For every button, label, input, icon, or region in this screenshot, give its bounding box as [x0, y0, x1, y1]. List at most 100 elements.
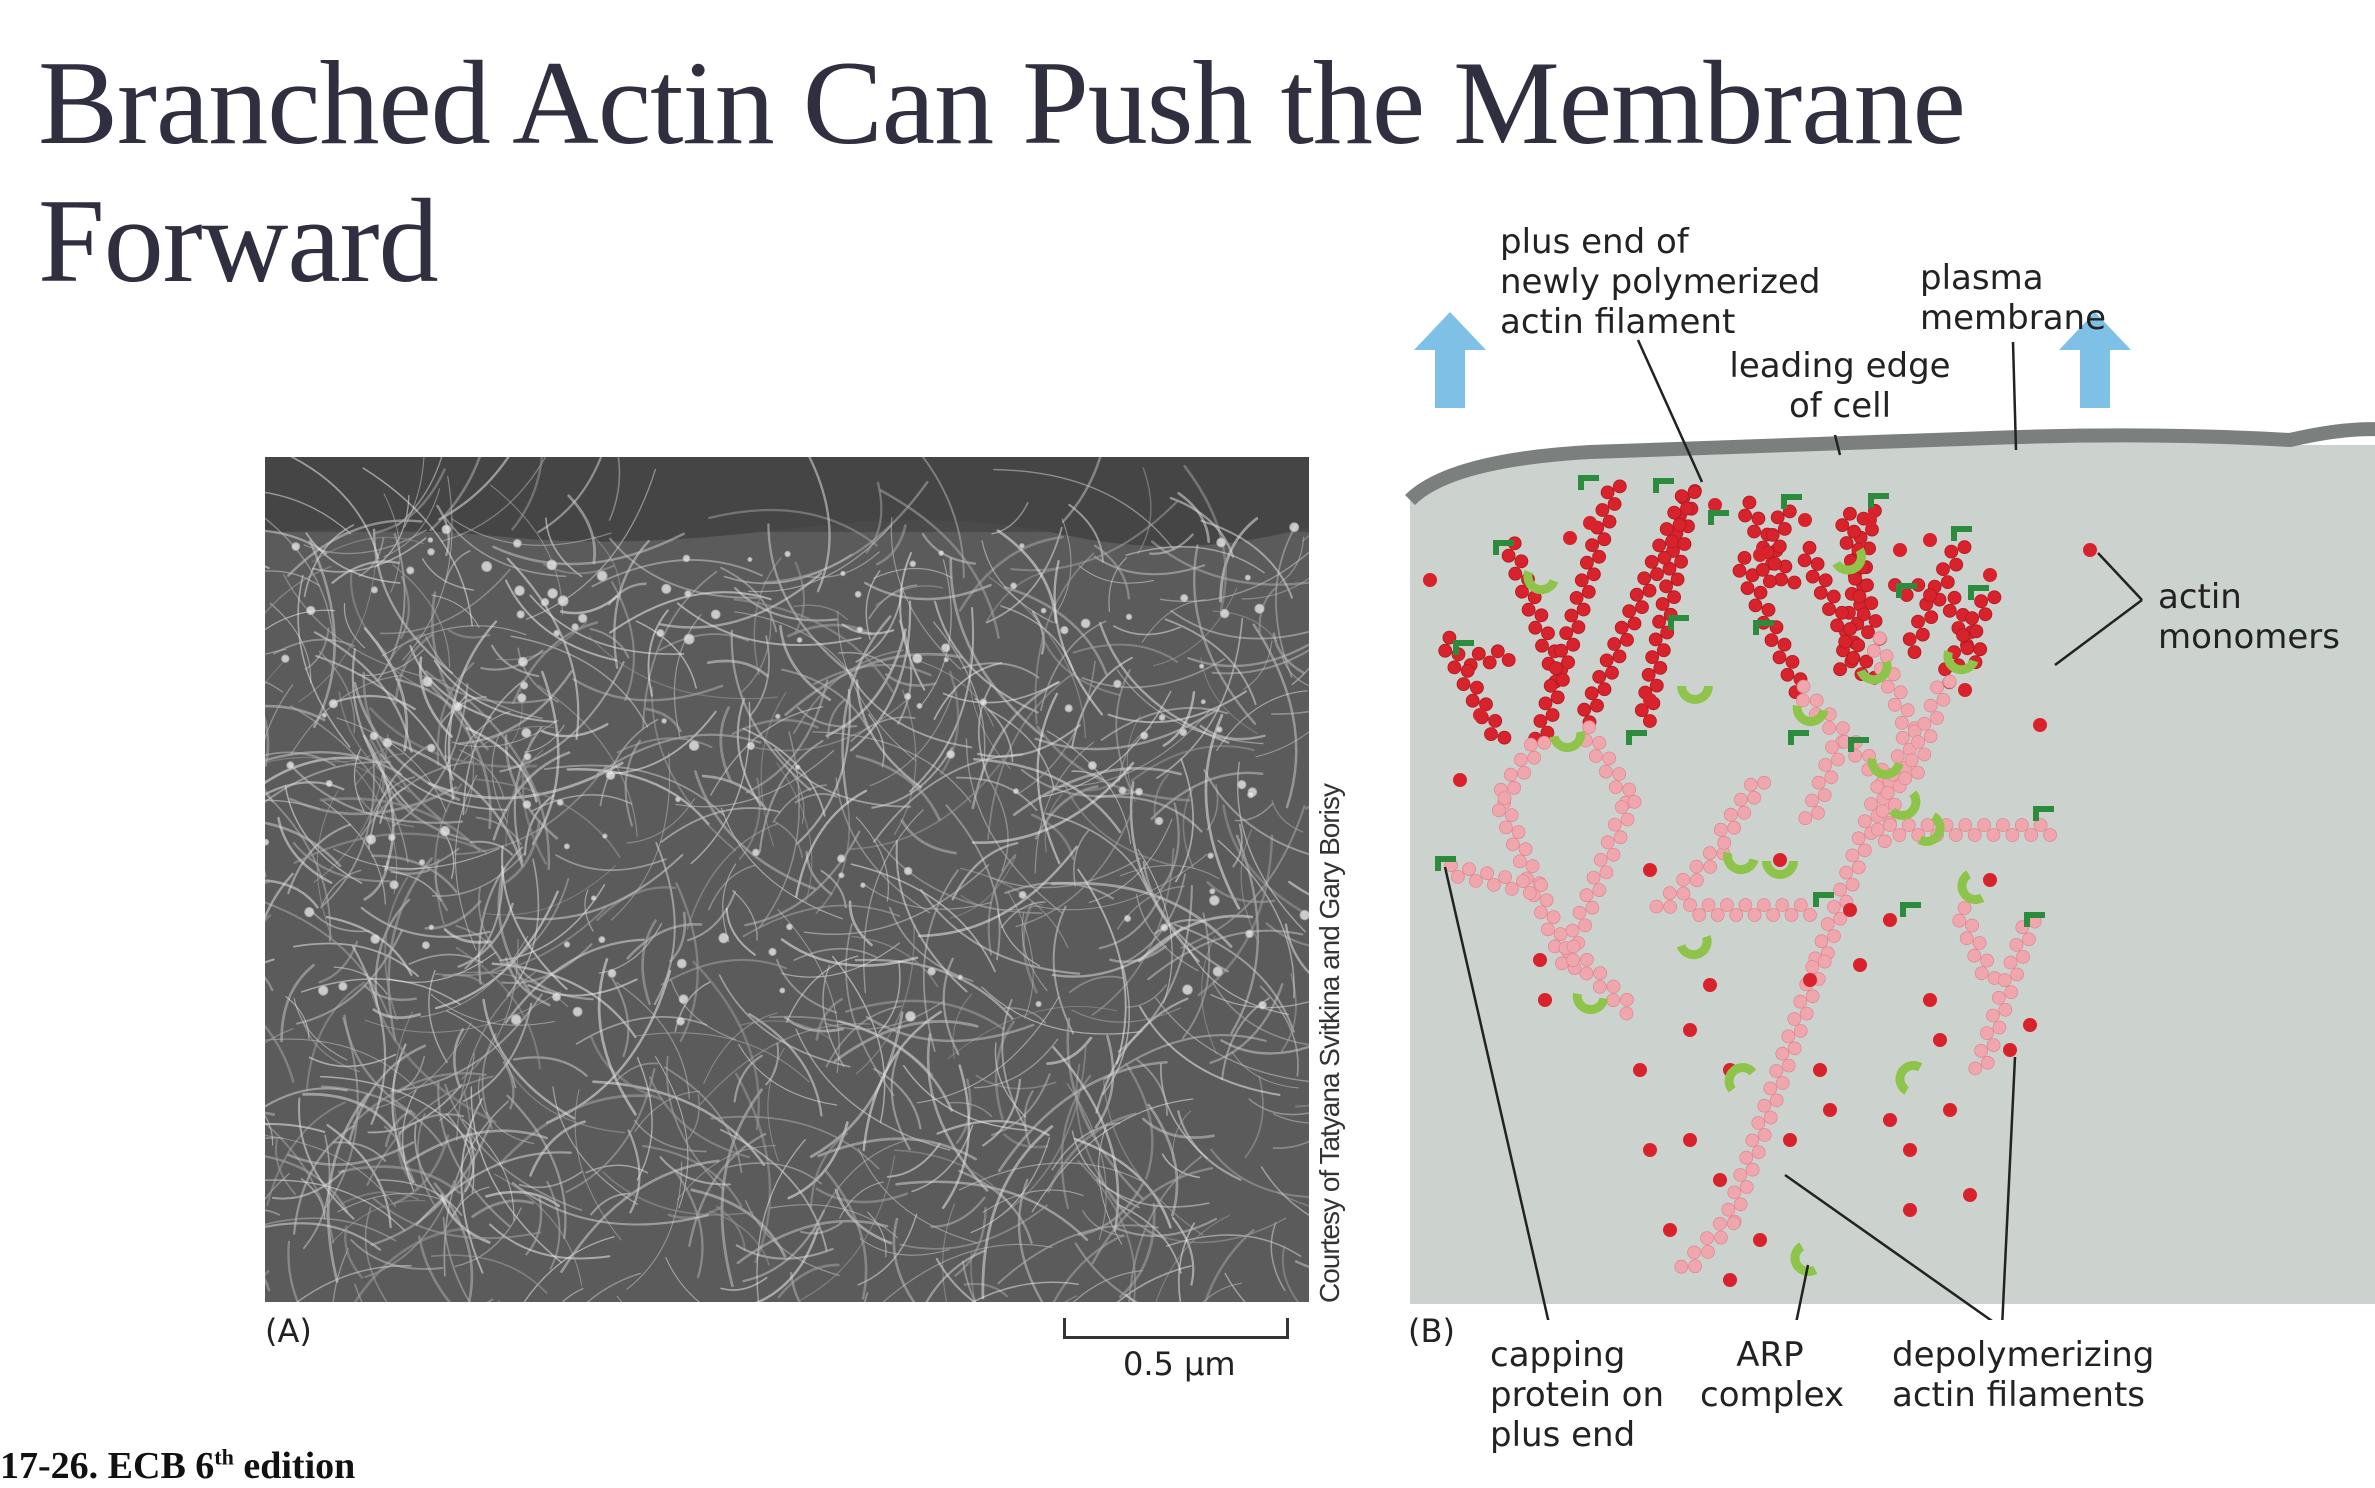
actin-monomer: [1823, 1103, 1837, 1117]
arp-complex: [1523, 570, 1559, 595]
arp-complex: [1677, 686, 1713, 704]
actin-monomer: [1933, 1033, 1947, 1047]
arp-complex: [1723, 851, 1759, 875]
capping-protein: [1453, 640, 1474, 655]
actin-monomer: [1853, 958, 1867, 972]
push-arrow-left: [1414, 312, 1486, 408]
capping-protein: [1788, 730, 1809, 745]
actin-monomer: [1643, 863, 1657, 877]
actin-monomer: [1583, 516, 1597, 530]
capping-protein: [1848, 737, 1869, 752]
actin-monomer: [1903, 1143, 1917, 1157]
actin-monomer: [1983, 873, 1997, 887]
label-capping-protein: capping protein on plus end: [1490, 1335, 1665, 1455]
capping-protein: [1578, 475, 1599, 490]
new-filament: [1577, 485, 1702, 730]
actin-monomer: [1538, 993, 1552, 1007]
pointer-actin-monomers-2: [2054, 598, 2143, 667]
label-plasma-membrane: plasma membrane: [1920, 258, 2107, 338]
pointer-depoly-1: [1784, 1173, 2003, 1330]
capping-protein: [1493, 540, 1514, 555]
arp-complex: [1549, 730, 1586, 753]
panel-label-a: (A): [265, 1312, 312, 1350]
actin-monomer: [1473, 708, 1487, 722]
panel-label-b: (B): [1408, 1312, 1455, 1350]
capping-protein: [1753, 620, 1774, 635]
actin-monomer: [1453, 773, 1467, 787]
figure-caption: 17-26. ECB 6th edition: [0, 1444, 356, 1487]
pointer-leading-edge: [1833, 434, 1842, 456]
capping-protein: [1781, 494, 1802, 509]
label-arp-complex: ARP complex: [1700, 1335, 1845, 1415]
old-filament: [1713, 775, 1772, 850]
capping-protein: [1626, 730, 1647, 745]
image-credit: Courtesy of Tatyana Svitkina and Gary Bo…: [1314, 784, 1345, 1303]
capping-protein: [1896, 583, 1917, 598]
old-filament: [1721, 954, 1832, 1229]
actin-monomer: [1843, 903, 1857, 917]
pointer-arp-complex: [1793, 1264, 1810, 1329]
arp-complex: [1724, 1063, 1757, 1093]
actin-monomer: [1713, 1173, 1727, 1187]
actin-monomer: [1663, 1223, 1677, 1237]
arp-complex: [1943, 650, 1979, 675]
actin-monomer: [1423, 573, 1437, 587]
label-plus-end: plus end of newly polymerized actin fila…: [1500, 222, 1821, 342]
pointer-actin-monomers-1: [2097, 552, 2143, 601]
arp-complex: [1888, 790, 1921, 820]
actin-monomer: [2033, 718, 2047, 732]
arp-complex: [1572, 992, 1609, 1015]
arp-complex: [1792, 704, 1829, 727]
actin-monomer: [1703, 978, 1717, 992]
capping-protein: [1868, 493, 1889, 508]
actin-monomer: [1923, 993, 1937, 1007]
old-filament: [1952, 901, 2002, 985]
actin-monomer: [1723, 1273, 1737, 1287]
scale-bar: [1063, 1318, 1289, 1339]
actin-network-diagram: [1390, 220, 2375, 1330]
new-filament: [1902, 540, 1972, 660]
new-filament: [1732, 550, 1808, 700]
old-filament: [1649, 846, 1731, 914]
actin-monomer: [2023, 1018, 2037, 1032]
arp-complex: [1790, 1242, 1818, 1276]
pointer-capping-protein: [1443, 866, 1552, 1329]
pointer-depoly-2: [2000, 1056, 2017, 1329]
actin-monomer: [1963, 1188, 1977, 1202]
capping-protein: [1668, 615, 1689, 630]
arp-complex: [1957, 870, 1985, 904]
actin-monomer: [1753, 548, 1767, 562]
actin-monomer: [1798, 513, 1812, 527]
actin-monomer: [1683, 1023, 1697, 1037]
plasma-membrane: [1405, 422, 2375, 506]
capping-protein: [1900, 902, 1921, 917]
new-filament: [1528, 479, 1627, 746]
arp-complex: [1762, 861, 1798, 879]
actin-monomer: [1958, 683, 1972, 697]
pointer-plasma-membrane: [2011, 341, 2018, 451]
actin-monomer: [1563, 531, 1577, 545]
actin-monomer: [1683, 1133, 1697, 1147]
slide-title: Branched Actin Can Push the Membrane For…: [38, 36, 1966, 307]
actin-monomer: [1883, 913, 1897, 927]
actin-monomer: [1893, 543, 1907, 557]
arp-complex: [1867, 757, 1904, 780]
pointer-plus-end: [1636, 339, 1704, 483]
actin-monomer: [1923, 533, 1937, 547]
actin-monomer: [1708, 498, 1722, 512]
label-actin-monomers: actin monomers: [2158, 577, 2341, 657]
arp-complex: [1832, 547, 1866, 575]
electron-micrograph: [265, 457, 1309, 1302]
actin-monomer: [2003, 1043, 2017, 1057]
arp-complex: [1856, 660, 1892, 685]
actin-monomer: [2083, 543, 2097, 557]
actin-monomer: [1533, 953, 1547, 967]
actin-monomer: [1633, 1063, 1647, 1077]
actin-monomer: [1783, 1133, 1797, 1147]
arp-complex: [1895, 1061, 1923, 1095]
actin-monomer: [1813, 1063, 1827, 1077]
new-filament: [1755, 504, 1797, 589]
capping-protein: [1708, 510, 1729, 525]
arp-complex: [1676, 935, 1712, 960]
push-arrow-right: [2059, 312, 2131, 408]
